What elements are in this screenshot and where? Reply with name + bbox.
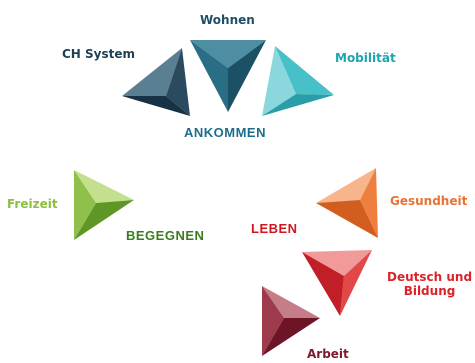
arbeit-triangle <box>262 286 320 356</box>
gesundheit-face-0 <box>316 168 376 203</box>
ch-system-triangle <box>122 48 190 116</box>
freizeit-face-2 <box>74 200 134 240</box>
wohnen-face-2 <box>228 40 266 112</box>
mobilitaet-face-0 <box>262 46 296 116</box>
begegnen-group-label: BEGEGNEN <box>126 228 205 243</box>
deutsch-bildung-label-line1: Deutsch und <box>387 270 473 284</box>
wohnen-face-0 <box>190 40 266 68</box>
gesundheit-triangle <box>316 168 378 238</box>
ankommen-group-label: ANKOMMEN <box>184 125 266 140</box>
deutsch-bildung-face-0 <box>302 250 372 276</box>
arbeit-face-2 <box>262 318 320 356</box>
arbeit-face-0 <box>262 286 320 318</box>
mobilitaet-label: Mobilität <box>335 51 396 65</box>
freizeit-label: Freizeit <box>7 197 58 211</box>
wohnen-face-1 <box>190 40 228 112</box>
wohnen-label: Wohnen <box>200 13 255 27</box>
arbeit-face-1 <box>262 286 284 356</box>
arbeit-label: Arbeit <box>307 347 349 361</box>
deutsch-bildung-face-2 <box>302 252 344 316</box>
freizeit-triangle <box>74 170 134 240</box>
ch-system-label: CH System <box>62 47 136 61</box>
mobilitaet-triangle <box>262 46 334 116</box>
gesundheit-face-2 <box>316 200 378 238</box>
gesundheit-face-1 <box>360 168 378 238</box>
wohnen-triangle <box>190 40 266 112</box>
deutsch-bildung-label: Deutsch und Bildung <box>387 270 472 299</box>
ch-system-face-1 <box>166 48 190 116</box>
mobilitaet-face-2 <box>262 94 334 116</box>
leben-group-label: LEBEN <box>251 221 298 236</box>
ch-system-face-0 <box>122 48 182 96</box>
freizeit-face-1 <box>74 170 96 240</box>
gesundheit-label: Gesundheit <box>390 194 468 208</box>
deutsch-bildung-face-1 <box>340 250 372 316</box>
freizeit-face-0 <box>74 170 134 203</box>
mobilitaet-face-1 <box>275 46 334 95</box>
deutsch-bildung-label-line2: Bildung <box>403 284 456 299</box>
ch-system-face-2 <box>122 96 190 116</box>
deutsch-bildung-triangle <box>302 250 372 316</box>
